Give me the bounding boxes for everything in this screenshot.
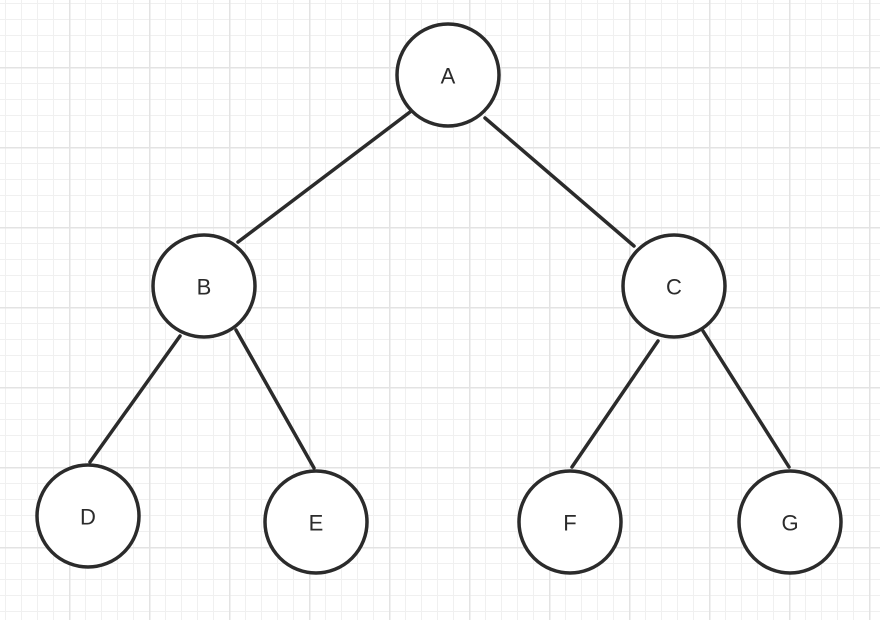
edge-c-g [701,329,791,469]
node-c-circle [621,233,727,339]
node-b-circle [151,233,257,339]
node-layer: A B C D E F G [35,22,843,575]
node-f-label: F [563,511,576,536]
tree-node-g[interactable]: G [737,469,843,575]
node-g-label: G [781,511,798,536]
edge-layer [88,110,791,470]
tree-node-e[interactable]: E [263,469,369,575]
edge-a-c [483,116,636,248]
tree-node-a[interactable]: A [395,22,501,128]
node-d-circle [35,463,141,569]
node-a-label: A [441,64,456,89]
node-g-circle [737,469,843,575]
node-e-circle [263,469,369,575]
edge-b-e [234,328,316,470]
node-a-circle [395,22,501,128]
edge-b-d [88,334,182,464]
edge-c-f [570,339,660,469]
edge-a-b [236,110,412,244]
node-e-label: E [309,511,324,536]
tree-node-f[interactable]: F [517,469,623,575]
tree-node-d[interactable]: D [35,463,141,569]
node-d-label: D [80,505,96,530]
node-f-circle [517,469,623,575]
tree-node-c[interactable]: C [621,233,727,339]
node-b-label: B [197,275,212,300]
node-c-label: C [666,275,682,300]
tree-node-b[interactable]: B [151,233,257,339]
